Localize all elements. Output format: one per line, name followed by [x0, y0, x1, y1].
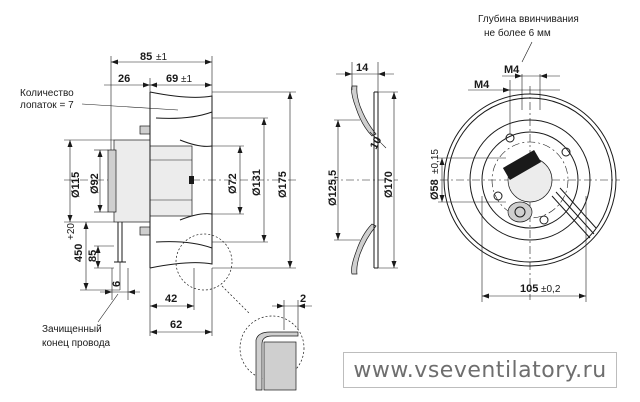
cable-gland [507, 201, 533, 223]
dim-62: 62 [170, 319, 182, 331]
dia-125: Ø125,5 [327, 170, 339, 206]
dim-450: 450 [73, 244, 85, 262]
shaft-nut [189, 176, 194, 184]
dia-58-tol: ±0,15 [430, 149, 441, 174]
motor-body [113, 139, 151, 223]
wire-note-line1: Зачищенный [42, 324, 102, 335]
screw-2 [561, 147, 571, 157]
detail-circle-large [239, 315, 305, 381]
dim-105: 105 [520, 283, 538, 295]
depth-note-line2: не более 6 мм [484, 27, 551, 39]
detail-hub [263, 341, 297, 391]
dia-92: Ø92 [89, 173, 101, 194]
blades-note-line2: лопаток = 7 [20, 100, 74, 111]
front-view: M4 M4 Ø58 ±0,15 105 ±0,2 [429, 41, 620, 302]
dim-69-tol: ±1 [181, 74, 192, 85]
dim-10: 10 [368, 135, 384, 151]
dia-115: Ø115 [70, 172, 82, 198]
screw-4 [493, 191, 503, 201]
blade-upper [149, 91, 213, 119]
wire-leader [97, 293, 119, 323]
dia-175: Ø175 [277, 171, 289, 198]
label-plate [502, 149, 542, 181]
detail-circle [175, 233, 233, 291]
depth-leader [521, 41, 533, 63]
detail-view: 2 [239, 293, 312, 391]
mount-bottom [139, 226, 151, 236]
dia-58: Ø58 [429, 179, 441, 200]
cable-1 [551, 195, 591, 239]
dim-450-tol: +20 [66, 223, 77, 240]
dim-14: 14 [356, 62, 369, 74]
motor-cap [107, 149, 117, 213]
dim-42: 42 [165, 293, 177, 305]
dia-72: Ø72 [227, 173, 239, 194]
wire-note-line2: конец провода [42, 338, 111, 349]
section-shroud-top [351, 85, 377, 137]
dim-105-tol: ±0,2 [541, 284, 561, 295]
inlet-ring [469, 119, 591, 241]
watermark: www.vseventilatory.ru [343, 352, 617, 388]
dim-26: 26 [118, 73, 130, 85]
dim-85: 85 [140, 51, 152, 63]
outer-ring [443, 93, 617, 267]
section-shroud-bottom [351, 223, 377, 275]
mount-top [139, 125, 151, 135]
m4-left: M4 [474, 79, 490, 91]
blades-note-line1: Количество [20, 88, 74, 99]
outer-ring-inner [447, 97, 613, 263]
screw-3 [539, 215, 549, 225]
dim-85-vert: 85 [87, 250, 99, 262]
side-view: 85 ±1 26 69 ±1 Ø115 Ø92 450 +20 [64, 51, 296, 336]
blades-leader [81, 103, 179, 111]
depth-note-line1: Глубина ввинчивания [478, 13, 579, 25]
dia-131: Ø131 [251, 169, 263, 196]
dia-170: Ø170 [383, 171, 395, 198]
dim-2: 2 [300, 293, 306, 305]
dim-6: 6 [111, 281, 123, 287]
motor-circle [481, 131, 579, 229]
dim-69: 69 [166, 73, 178, 85]
section-view: 14 10 Ø125,5 Ø170 [327, 62, 398, 275]
detail-section [255, 331, 299, 391]
dim-85-tol: ±1 [156, 52, 167, 63]
motor-rotor [149, 145, 193, 217]
m4-right: M4 [504, 64, 520, 76]
